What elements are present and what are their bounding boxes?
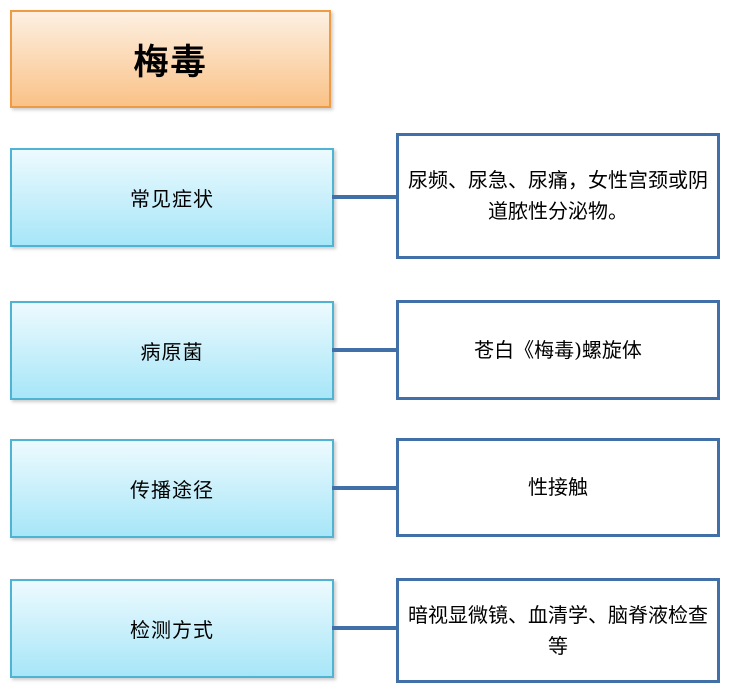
label-text-pathogen: 病原菌 [140,340,204,364]
label-box-common-symptoms: 常见症状 [10,148,334,247]
label-box-pathogen: 病原菌 [10,301,334,400]
connector-line-2 [332,348,397,352]
title-text: 梅毒 [133,41,208,83]
connector-line-4 [332,626,397,630]
desc-box-transmission-route: 性接触 [396,438,720,537]
connector-line-3 [332,486,397,490]
desc-box-common-symptoms: 尿频、尿急、尿痛，女性宫颈或阴道脓性分泌物。 [396,133,720,259]
label-text-transmission-route: 传播途径 [130,478,214,502]
desc-text-pathogen: 苍白《梅毒)螺旋体 [474,337,642,362]
title-box: 梅毒 [10,10,331,108]
desc-box-pathogen: 苍白《梅毒)螺旋体 [396,300,720,400]
desc-text-transmission-route: 性接触 [528,475,588,499]
label-box-transmission-route: 传播途径 [10,439,334,538]
desc-text-detection-method: 暗视显微镜、血清学、脑脊液检查等 [408,602,708,658]
desc-text-common-symptoms: 尿频、尿急、尿痛，女性宫颈或阴道脓性分泌物。 [408,168,708,223]
desc-box-detection-method: 暗视显微镜、血清学、脑脊液检查等 [396,578,720,683]
label-box-detection-method: 检测方式 [10,579,334,678]
connector-line-1 [332,195,397,199]
label-text-common-symptoms: 常见症状 [130,187,214,211]
label-text-detection-method: 检测方式 [130,618,214,642]
